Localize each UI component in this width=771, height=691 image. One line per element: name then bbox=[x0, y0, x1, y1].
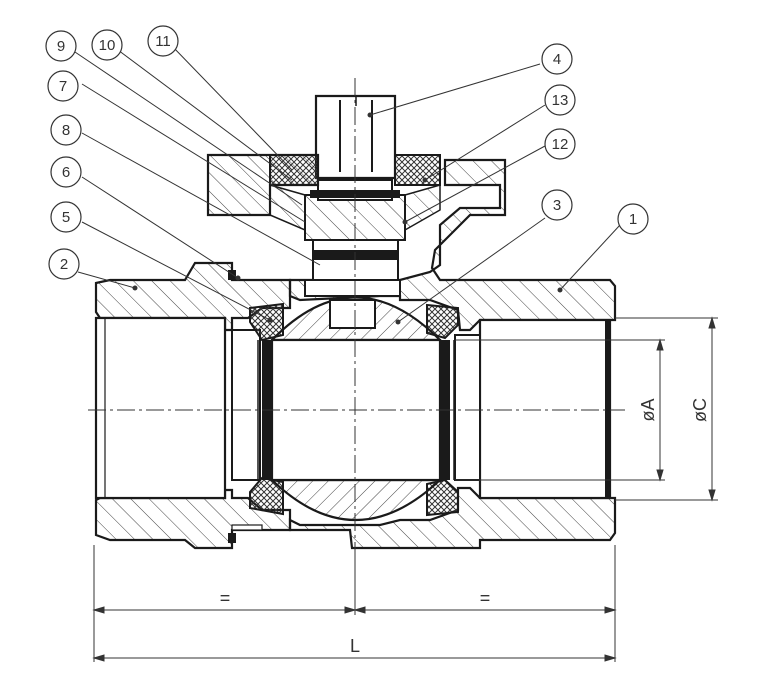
svg-text:1: 1 bbox=[629, 211, 637, 228]
svg-text:10: 10 bbox=[99, 37, 116, 54]
callout-7: 7 bbox=[47, 70, 79, 102]
svg-text:7: 7 bbox=[59, 78, 67, 95]
svg-text:9: 9 bbox=[57, 38, 65, 55]
center-lines bbox=[88, 78, 625, 610]
svg-text:5: 5 bbox=[62, 209, 70, 226]
callout-9: 9 bbox=[45, 30, 77, 62]
callout-2: 2 bbox=[48, 248, 80, 280]
gasket-lower bbox=[231, 524, 263, 531]
callout-leaders bbox=[71, 45, 621, 325]
callout-5: 5 bbox=[50, 201, 82, 233]
callout-4: 4 bbox=[541, 43, 573, 75]
callout-10: 10 bbox=[91, 29, 123, 61]
svg-text:6: 6 bbox=[62, 164, 70, 181]
dimension-lines bbox=[92, 316, 718, 662]
ball-seats bbox=[249, 302, 459, 517]
svg-text:13: 13 bbox=[552, 92, 569, 109]
dim-length: L bbox=[350, 636, 360, 656]
svg-text:12: 12 bbox=[552, 136, 569, 153]
svg-text:8: 8 bbox=[62, 122, 70, 139]
svg-text:3: 3 bbox=[553, 197, 561, 214]
callout-13: 13 bbox=[544, 84, 576, 116]
callout-1: 1 bbox=[617, 203, 649, 235]
o-ring-upper bbox=[228, 270, 236, 280]
dim-outer-c: øC bbox=[690, 398, 710, 422]
callout-11: 11 bbox=[147, 25, 179, 57]
callout-6: 6 bbox=[50, 156, 82, 188]
callout-12: 12 bbox=[544, 128, 576, 160]
dim-bore-a: øA bbox=[638, 398, 658, 421]
dim-half-right: = bbox=[480, 588, 491, 608]
end-cap-part-2 bbox=[94, 261, 292, 550]
callout-8: 8 bbox=[50, 114, 82, 146]
svg-text:4: 4 bbox=[553, 51, 561, 68]
valve-ball bbox=[257, 296, 455, 521]
o-ring-lower bbox=[228, 533, 236, 543]
svg-text:2: 2 bbox=[60, 256, 68, 273]
callout-3: 3 bbox=[541, 189, 573, 221]
svg-text:11: 11 bbox=[155, 33, 171, 50]
dim-half-left: = bbox=[220, 588, 231, 608]
